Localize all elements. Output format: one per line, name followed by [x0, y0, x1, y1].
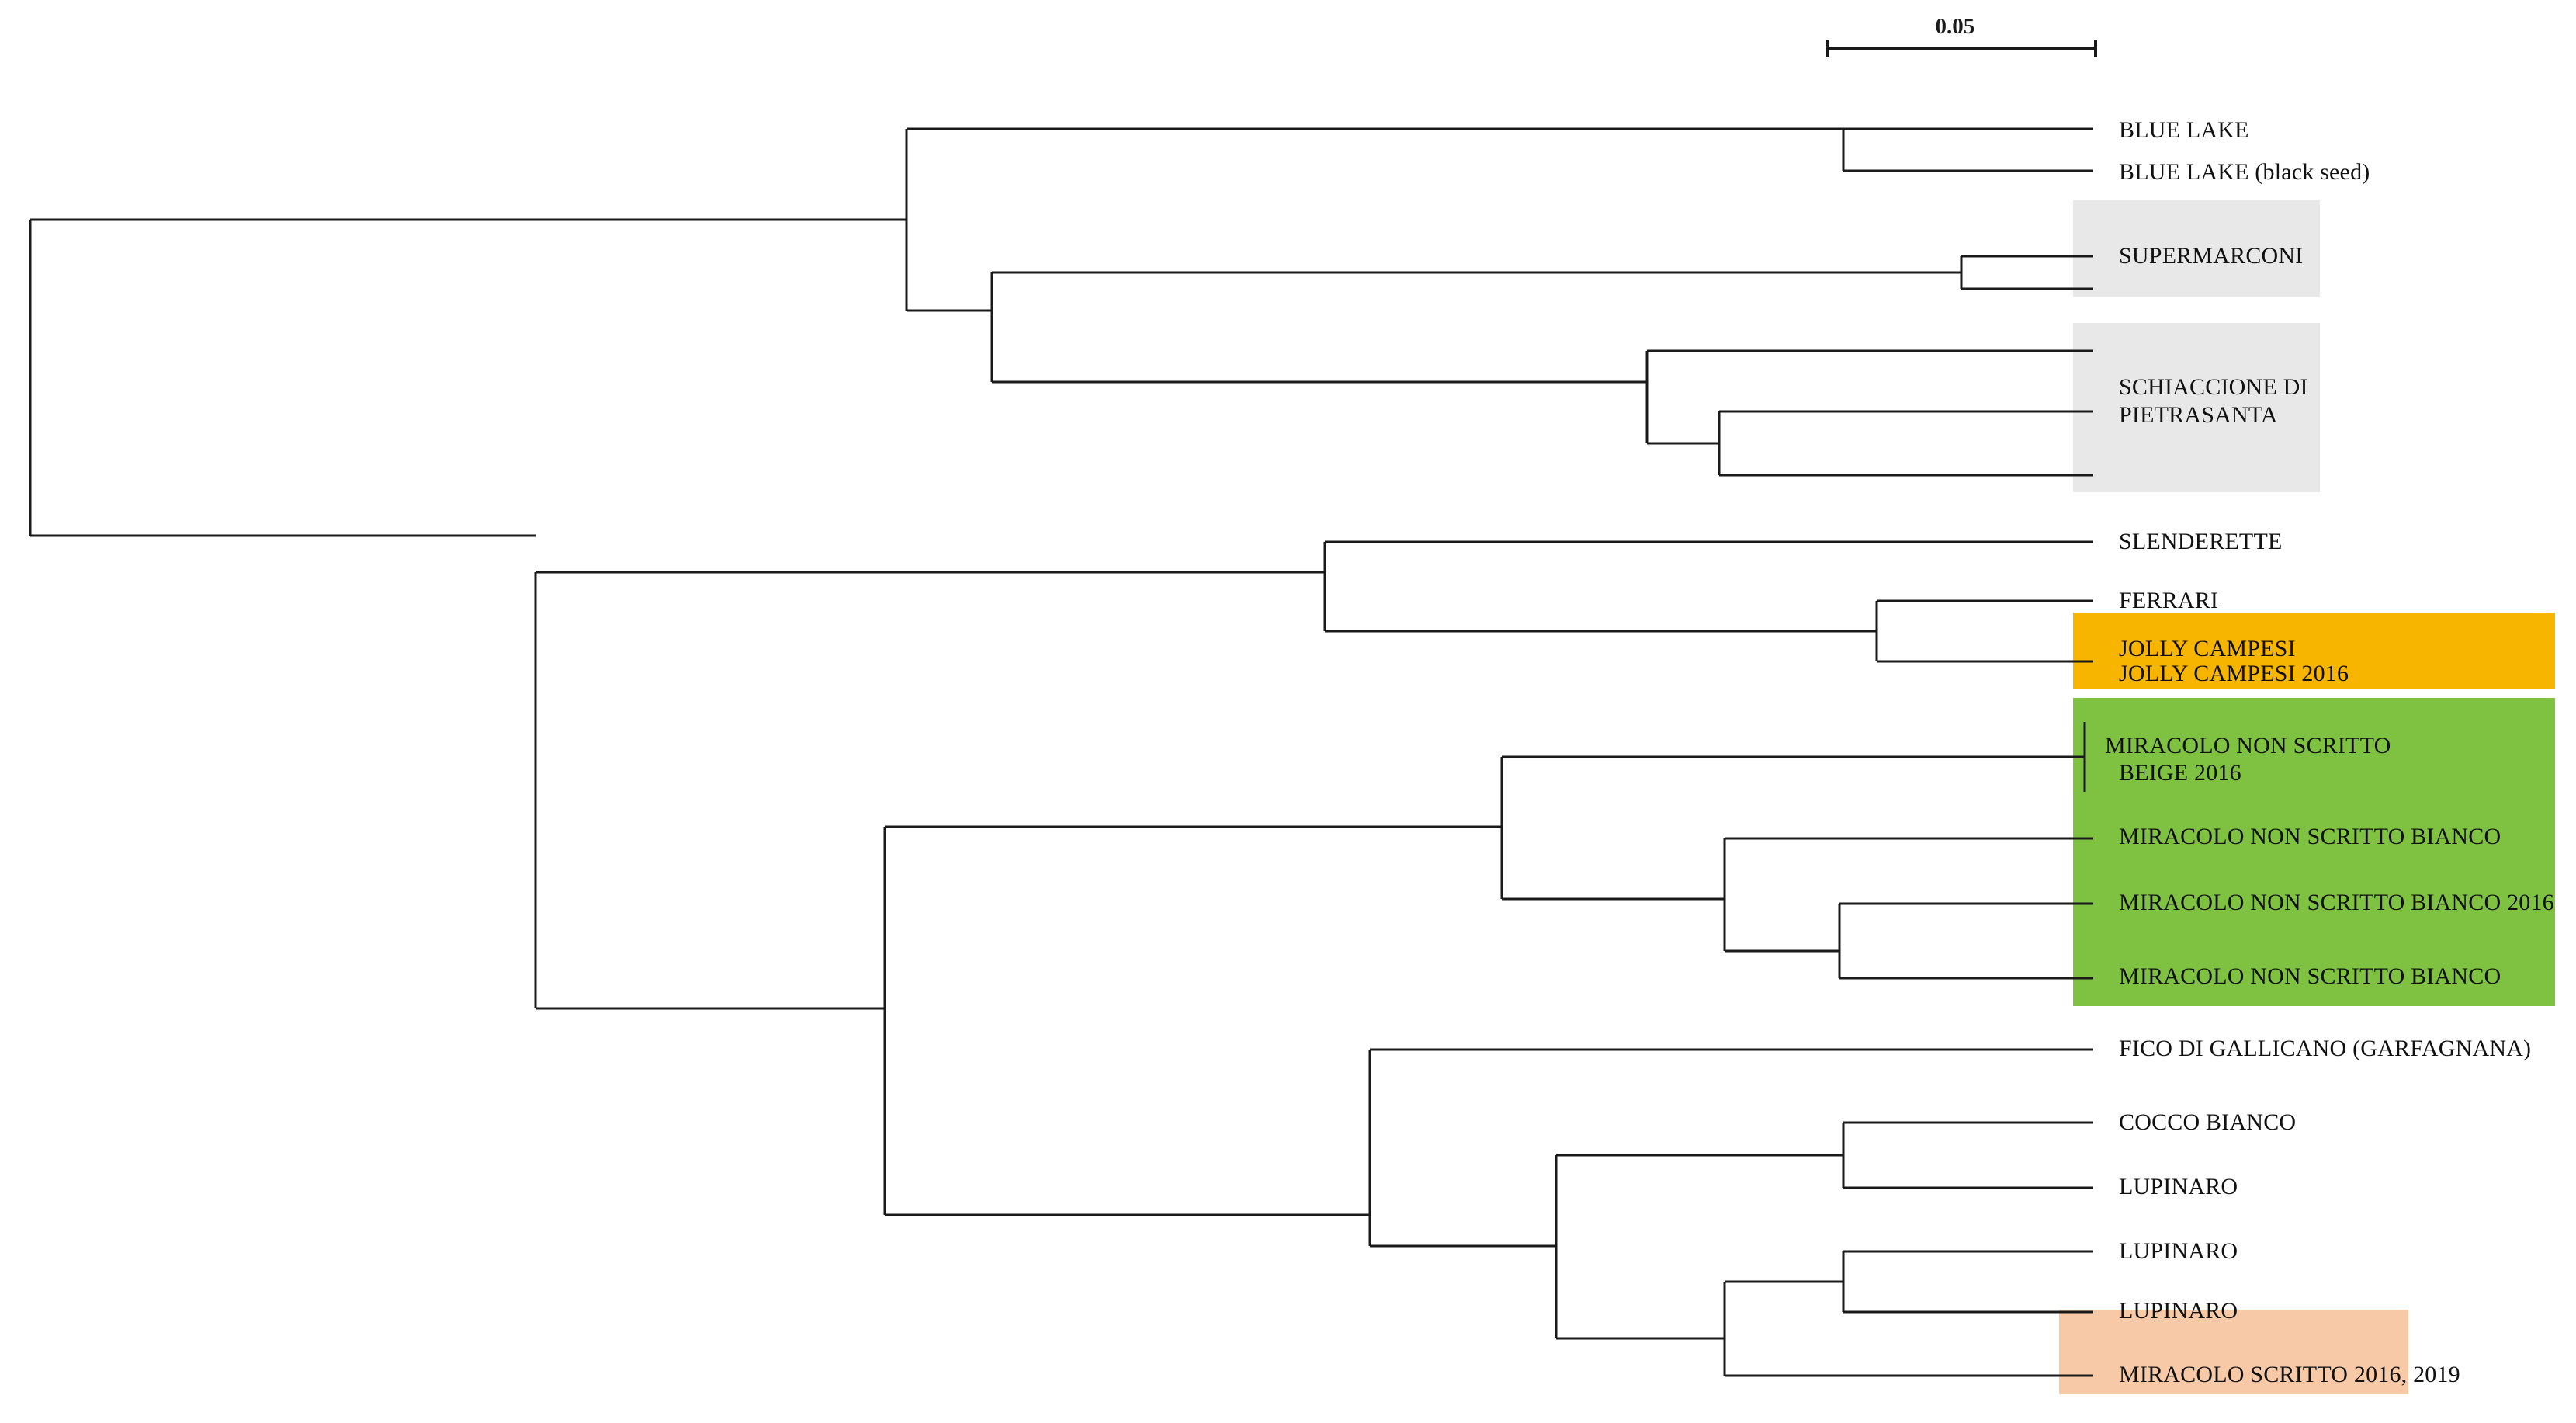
leaf-label-ferrari: FERRARI — [2119, 588, 2219, 613]
leaf-label-schiaccione-a: SCHIACCIONE DI — [2119, 374, 2308, 400]
leaf-label-schiaccione-b: PIETRASANTA — [2119, 402, 2278, 428]
leaf-label-lupinaro-3: LUPINARO — [2119, 1298, 2238, 1324]
scale-bar-label: 0.05 — [1935, 14, 1975, 39]
leaf-label-jolly-campesi-2016: JOLLY CAMPESI 2016 — [2119, 661, 2349, 686]
leaf-label-blue-lake: BLUE LAKE — [2119, 117, 2249, 143]
leaf-label-blue-lake-black-seed: BLUE LAKE (black seed) — [2119, 159, 2370, 185]
leaf-label-lupinaro-1: LUPINARO — [2119, 1174, 2238, 1199]
supermarconi-highlight — [2073, 200, 2320, 297]
leaf-label-slenderette: SLENDERETTE — [2119, 529, 2283, 554]
leaf-label-miracolo-non-scritto-beige: MIRACOLO NON SCRITTO — [2105, 733, 2391, 758]
schiaccione-highlight — [2073, 323, 2320, 492]
miracolo-scritto-highlight — [2059, 1310, 2408, 1394]
leaf-label-miracolo-bianco-2: MIRACOLO NON SCRITTO BIANCO — [2119, 963, 2501, 989]
leaf-label-lupinaro-2: LUPINARO — [2119, 1238, 2238, 1264]
leaf-label-cocco-bianco: COCCO BIANCO — [2119, 1109, 2297, 1135]
leaf-label-miracolo-bianco-1: MIRACOLO NON SCRITTO BIANCO — [2119, 824, 2501, 849]
leaf-label-miracolo-scritto: MIRACOLO SCRITTO 2016, 2019 — [2119, 1362, 2460, 1387]
miracolo-bianco-highlight — [2073, 698, 2555, 1006]
leaf-label-miracolo-bianco-2016: MIRACOLO NON SCRITTO BIANCO 2016 — [2119, 890, 2554, 915]
leaf-label-fico-di-gallicano: FICO DI GALLICANO (GARFAGNANA) — [2119, 1036, 2532, 1061]
leaf-label-miracolo-beige-2016: BEIGE 2016 — [2119, 760, 2241, 786]
leaf-label-supermarconi-a: SUPERMARCONI — [2119, 243, 2304, 269]
leaf-label-jolly-campesi: JOLLY CAMPESI — [2119, 636, 2296, 661]
jolly-campesi-highlight — [2073, 613, 2555, 689]
